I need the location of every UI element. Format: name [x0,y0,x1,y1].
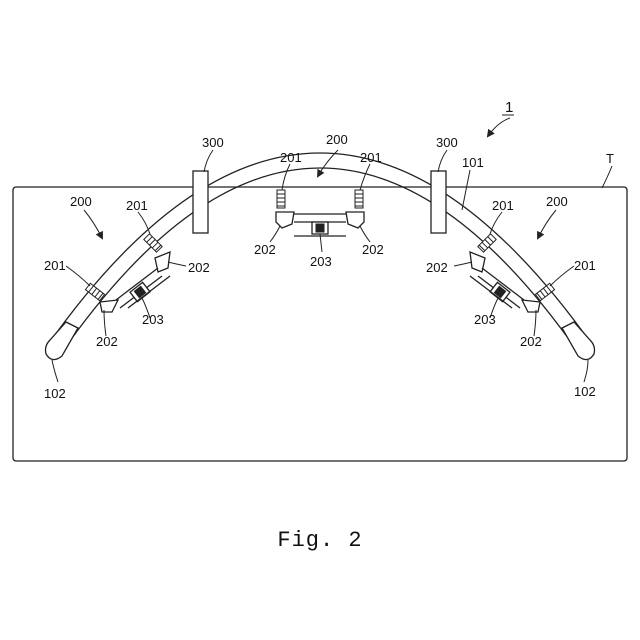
label-sensor-right-lower: 201 [574,258,596,273]
label-unit-top: 200 [326,132,348,147]
label-track-end-right: 102 [574,384,596,399]
unit-left [85,234,170,312]
sensor-right-upper [478,234,496,252]
label-sensor-right-upper: 201 [492,198,514,213]
arrows [84,118,556,238]
track-end-left [46,322,79,360]
label-sensor-top-left: 201 [280,150,302,165]
guide-top-right [346,212,364,228]
unit-right [470,234,555,312]
label-guide-left-upper: 202 [188,260,210,275]
label-actuator-right: 203 [474,312,496,327]
label-unit-left: 200 [70,194,92,209]
label-sensor-left-upper: 201 [126,198,148,213]
label-guide-left-lower: 202 [96,334,118,349]
track-end-right [562,322,595,360]
label-post-right: 300 [436,135,458,150]
label-guide-right-lower: 202 [520,334,542,349]
figure-caption: Fig. 2 [277,528,362,553]
sensor-top-left [277,190,285,208]
sensor-right-lower [535,283,554,300]
label-guide-right-upper: 202 [426,260,448,275]
guide-top-left [276,212,294,228]
guide-right-lower [522,300,540,312]
track-outer-arc [47,153,593,346]
label-track: 101 [462,155,484,170]
label-sensor-top-right: 201 [360,150,382,165]
label-guide-top-right: 202 [362,242,384,257]
label-actuator-top: 203 [310,254,332,269]
label-unit-right: 200 [546,194,568,209]
sensor-left-lower [85,283,104,300]
sensor-top-right [355,190,363,208]
label-track-end-left: 102 [44,386,66,401]
label-device: 1 [505,99,513,116]
label-table: T [606,151,614,166]
sensor-left-upper [144,234,162,252]
label-sensor-left-lower: 201 [44,258,66,273]
unit-top [276,190,364,236]
guide-left-lower [100,300,118,312]
label-guide-top-left: 202 [254,242,276,257]
label-post-left: 300 [202,135,224,150]
post-left [193,171,208,233]
label-actuator-left: 203 [142,312,164,327]
post-right [431,171,446,233]
